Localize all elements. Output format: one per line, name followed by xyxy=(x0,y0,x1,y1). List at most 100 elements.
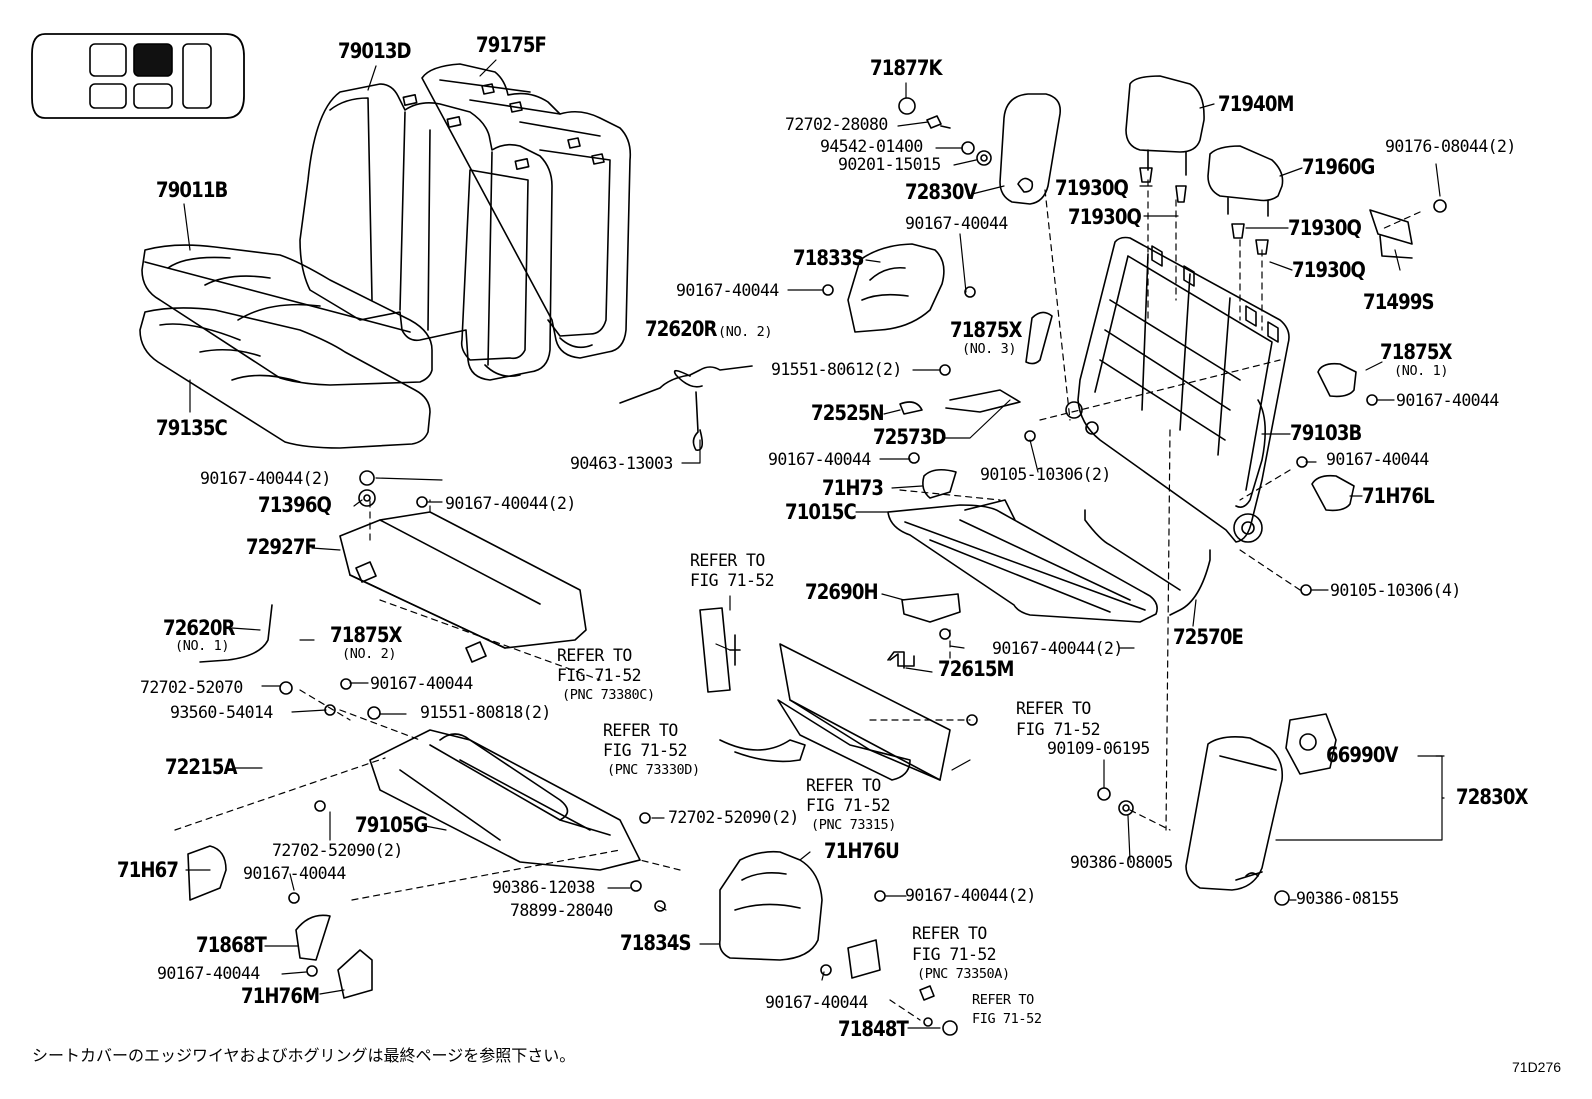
part-label: 71960G xyxy=(1302,155,1375,179)
part-number: 91551-80818(2) xyxy=(420,703,551,722)
seatback-frame-shape xyxy=(1065,236,1290,543)
part-label: 71H76M xyxy=(241,984,320,1008)
part-sub-label: (NO. 3) xyxy=(962,341,1017,357)
part-number: 90167-40044 xyxy=(905,214,1008,233)
part-number: 72702-28080 xyxy=(785,115,888,134)
part-number: 90167-40044 xyxy=(370,674,473,693)
seat-cushion-cover-shape xyxy=(139,244,433,449)
part-number: 90386-08005 xyxy=(1070,853,1173,872)
part-number: 90386-12038 xyxy=(492,878,595,897)
part-number: 72702-52070 xyxy=(140,678,243,697)
refer-pnc: (PNC 73380C) xyxy=(562,687,655,703)
part-number: 90105-10306(2) xyxy=(980,465,1111,484)
seat-cushion-frame-shape xyxy=(887,499,1211,623)
part-number: 72702-52090(2) xyxy=(668,808,799,827)
part-label: 79011B xyxy=(156,178,228,202)
part-number: 90167-40044 xyxy=(765,993,868,1012)
figure-code: 71D276 xyxy=(1512,1059,1562,1075)
part-number: 90167-40044 xyxy=(243,864,346,883)
seat-position-locator-icon xyxy=(31,33,245,119)
part-label: 72615M xyxy=(938,657,1015,681)
refer-text: REFER TO xyxy=(690,551,765,570)
part-number: 90463-13003 xyxy=(570,454,673,473)
storage-panel-shape xyxy=(777,593,961,781)
part-number: 90167-40044(2) xyxy=(445,494,576,513)
refer-text: FIG 71-52 xyxy=(690,571,775,590)
part-number: 90167-40044(2) xyxy=(905,886,1036,905)
part-label: 71940M xyxy=(1218,92,1295,116)
hinge-cover-shape xyxy=(847,243,1357,512)
part-number: 90105-10306(4) xyxy=(1330,581,1461,600)
part-label: 79175F xyxy=(476,33,547,57)
part-label: 72620R xyxy=(645,317,717,341)
refer-text: FIG 71-52 xyxy=(912,945,997,964)
part-label: 79105G xyxy=(355,813,428,837)
part-label: 71015C xyxy=(785,500,857,524)
headrest-shape xyxy=(1125,75,1284,217)
refer-text: FIG 71-52 xyxy=(1016,720,1101,739)
part-label: 71875X xyxy=(1380,340,1452,364)
part-label: 72690H xyxy=(805,580,879,604)
part-label: 72830V xyxy=(905,180,978,204)
refer-text: REFER TO xyxy=(603,721,678,740)
part-label: 71868T xyxy=(196,933,267,957)
part-label: 72570E xyxy=(1173,625,1244,649)
part-number: 90167-40044 xyxy=(676,281,779,300)
part-label: 79103B xyxy=(1290,421,1362,445)
part-number: 78899-28040 xyxy=(510,901,613,920)
part-label: 71930Q xyxy=(1288,216,1362,240)
part-label: 72830X xyxy=(1456,785,1528,809)
assembly-dashed-lines xyxy=(174,179,1421,1021)
part-number: 94542-01400 xyxy=(820,137,923,156)
lower-trim-cover-shape xyxy=(187,845,823,999)
part-number: 90176-08044(2) xyxy=(1385,137,1516,156)
refer-text: REFER TO xyxy=(1016,699,1091,718)
part-label: 71396Q xyxy=(258,493,332,517)
part-number: 90167-40044 xyxy=(1326,450,1429,469)
part-label: 79013D xyxy=(338,39,412,63)
part-label: 71930Q xyxy=(1068,205,1142,229)
part-number: 90167-40044 xyxy=(1396,391,1499,410)
fastener-symbols xyxy=(279,97,1447,1036)
refer-text: FIG 71-52 xyxy=(603,741,688,760)
part-label: 71875X xyxy=(330,623,402,647)
part-label: 79135C xyxy=(156,416,228,440)
refer-text: REFER TO xyxy=(912,924,987,943)
refer-text: FIG 71-52 xyxy=(557,666,642,685)
part-number: 93560-54014 xyxy=(170,703,273,722)
part-sub-label: (NO. 2) xyxy=(718,324,773,340)
refer-text: FIG 71-52 xyxy=(806,796,891,815)
part-label: 72525N xyxy=(811,401,885,425)
refer-text: REFER TO xyxy=(806,776,881,795)
control-cable-shape xyxy=(199,365,753,663)
seatback-cover-shape xyxy=(299,63,632,381)
part-number: 90167-40044(2) xyxy=(992,639,1123,658)
part-label: 71H67 xyxy=(117,858,179,882)
part-sub-label: (NO. 1) xyxy=(175,638,230,654)
part-label: 71875X xyxy=(950,318,1022,342)
refer-text: REFER TO xyxy=(557,646,632,665)
refer-pnc: (PNC 73350A) xyxy=(917,966,1010,982)
part-number: 90201-15015 xyxy=(838,155,941,174)
refer-pnc: (PNC 73315) xyxy=(811,817,897,833)
part-label: 71877K xyxy=(870,56,943,80)
part-label: 71H76L xyxy=(1362,484,1435,508)
part-label: 71H76U xyxy=(824,839,900,863)
part-label: 71930Q xyxy=(1292,258,1366,282)
part-label: 71833S xyxy=(793,246,865,270)
part-label: 72620R xyxy=(163,616,235,640)
part-number: 90167-40044 xyxy=(768,450,871,469)
seat-lower-frame-shape xyxy=(339,511,641,871)
footer-note: シートカバーのエッジワイヤおよびホグリングは最終ページを参照下さい。 xyxy=(32,1046,576,1065)
center-console-shape xyxy=(1185,713,1337,891)
part-label: 71H73 xyxy=(822,476,884,500)
part-label: 71499S xyxy=(1363,290,1435,314)
part-label: 71930Q xyxy=(1055,176,1129,200)
part-label: 72215A xyxy=(165,755,238,779)
seat-belt-buckle-shape xyxy=(699,607,935,1001)
part-number: 72702-52090(2) xyxy=(272,841,403,860)
part-label: 72573D xyxy=(873,425,947,449)
part-number: 90109-06195 xyxy=(1047,739,1150,758)
part-sub-label: (NO. 1) xyxy=(1394,363,1449,379)
